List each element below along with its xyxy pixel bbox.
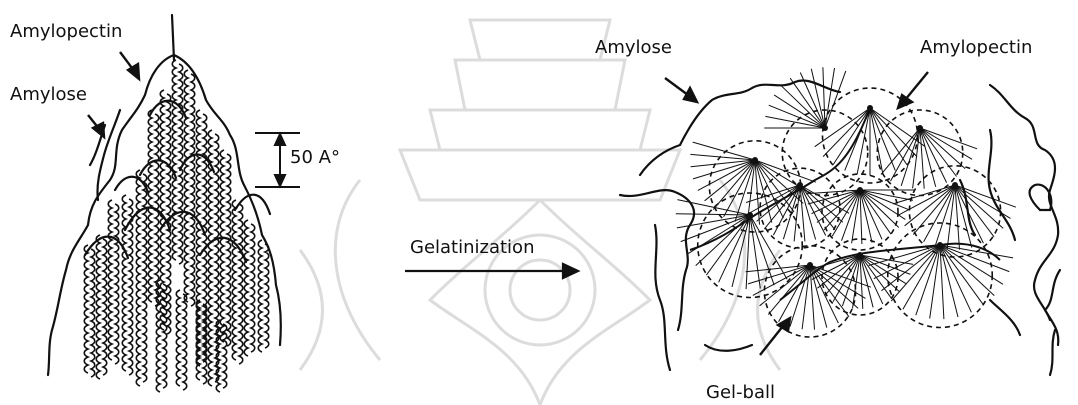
native-starch-cluster — [48, 15, 281, 375]
left-label-arrows — [88, 52, 139, 137]
label-gelatinization: Gelatinization — [410, 238, 534, 258]
amylopectin-helices — [84, 60, 269, 392]
label-gel-ball: Gel-ball — [706, 383, 775, 403]
gel-ball-fans — [676, 67, 1016, 337]
label-left-amylopectin: Amylopectin — [10, 22, 122, 42]
right-label-arrows — [665, 72, 928, 355]
label-right-amylose: Amylose — [595, 38, 672, 58]
label-left-amylose: Amylose — [10, 85, 87, 105]
label-spacing-50a: 50 A° — [290, 148, 340, 168]
label-right-amylopectin: Amylopectin — [920, 38, 1032, 58]
gel-network-amylose — [620, 81, 1060, 375]
gelatinization-arrow — [405, 264, 578, 278]
